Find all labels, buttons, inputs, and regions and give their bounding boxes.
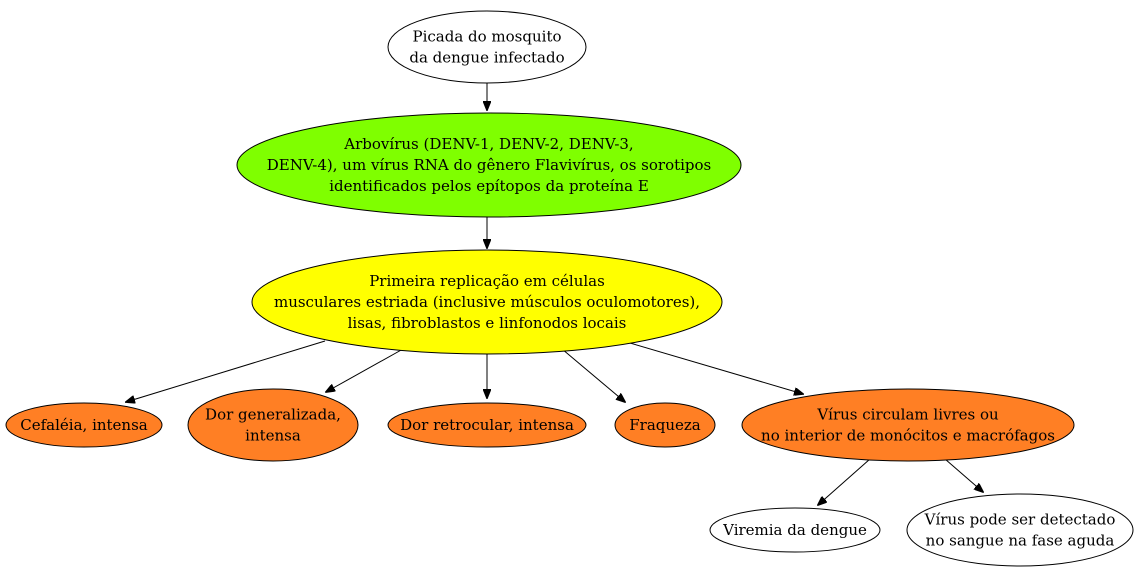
node-weakness: Fraqueza — [614, 402, 716, 448]
node-label-arbovirus-1: DENV-4), um vírus RNA do gênero Flavivír… — [267, 156, 712, 174]
node-detected: Vírus pode ser detectado no sangue na fas… — [906, 493, 1134, 567]
node-label-arbovirus-0: Arbovírus (DENV-1, DENV-2, DENV-3, — [343, 135, 633, 153]
node-shape-weakness — [614, 402, 716, 448]
node-label-detected-0: Vírus pode ser detectado — [924, 511, 1116, 529]
node-arbovirus: Arbovírus (DENV-1, DENV-2, DENV-3, DENV-4… — [236, 112, 742, 218]
node-viremia: Viremia da dengue — [709, 507, 881, 553]
node-label-generalized_pain-0: Dor generalizada, — [205, 406, 341, 424]
node-shape-bite — [387, 10, 587, 84]
node-bite: Picada do mosquito da dengue infectado — [387, 10, 587, 84]
node-label-retro_ocular-0: Dor retrocular, intensa — [400, 416, 574, 434]
node-label-viremia-0: Viremia da dengue — [722, 521, 867, 539]
node-label-circulating-1: no interior de monócitos e macrófagos — [761, 427, 1055, 445]
node-headache: Cefaléia, intensa — [5, 402, 163, 448]
node-shape-viremia — [709, 507, 881, 553]
node-shape-arbovirus — [236, 112, 742, 218]
node-retro_ocular: Dor retrocular, intensa — [387, 402, 587, 448]
edge-circulating-to-detected — [944, 458, 983, 492]
edge-replication-to-headache — [126, 340, 326, 402]
node-shape-retro_ocular — [387, 402, 587, 448]
node-label-detected-1: no sangue na fase aguda — [926, 532, 1115, 550]
node-label-circulating-0: Vírus circulam livres ou — [816, 406, 999, 424]
edge-circulating-to-viremia — [818, 458, 871, 505]
node-circulating: Vírus circulam livres ou no interior de m… — [741, 388, 1075, 462]
node-label-bite-0: Picada do mosquito — [412, 28, 561, 46]
node-shape-replication — [251, 249, 723, 355]
edges-layer — [126, 83, 983, 505]
edge-replication-to-weakness — [561, 348, 625, 402]
node-shape-generalized_pain — [187, 388, 359, 462]
node-label-replication-2: lisas, fibroblastos e linfonodos locais — [348, 314, 627, 332]
node-replication: Primeira replicação em células musculares… — [251, 249, 723, 355]
node-generalized_pain: Dor generalizada, intensa — [187, 388, 359, 462]
node-label-generalized_pain-1: intensa — [245, 427, 301, 445]
node-label-headache-0: Cefaléia, intensa — [20, 416, 148, 434]
node-label-replication-0: Primeira replicação em células — [369, 272, 605, 290]
edge-replication-to-generalized_pain — [326, 348, 404, 392]
node-label-weakness-0: Fraqueza — [629, 416, 701, 434]
edge-replication-to-circulating — [629, 342, 803, 394]
node-shape-detected — [906, 493, 1134, 567]
node-shape-circulating — [741, 388, 1075, 462]
nodes-layer: Picada do mosquito da dengue infectadoArb… — [5, 10, 1134, 567]
node-shape-headache — [5, 402, 163, 448]
node-label-bite-1: da dengue infectado — [409, 49, 564, 67]
node-label-replication-1: musculares estriada (inclusive músculos … — [274, 293, 700, 311]
node-label-arbovirus-2: identificados pelos epítopos da proteína… — [329, 177, 649, 195]
